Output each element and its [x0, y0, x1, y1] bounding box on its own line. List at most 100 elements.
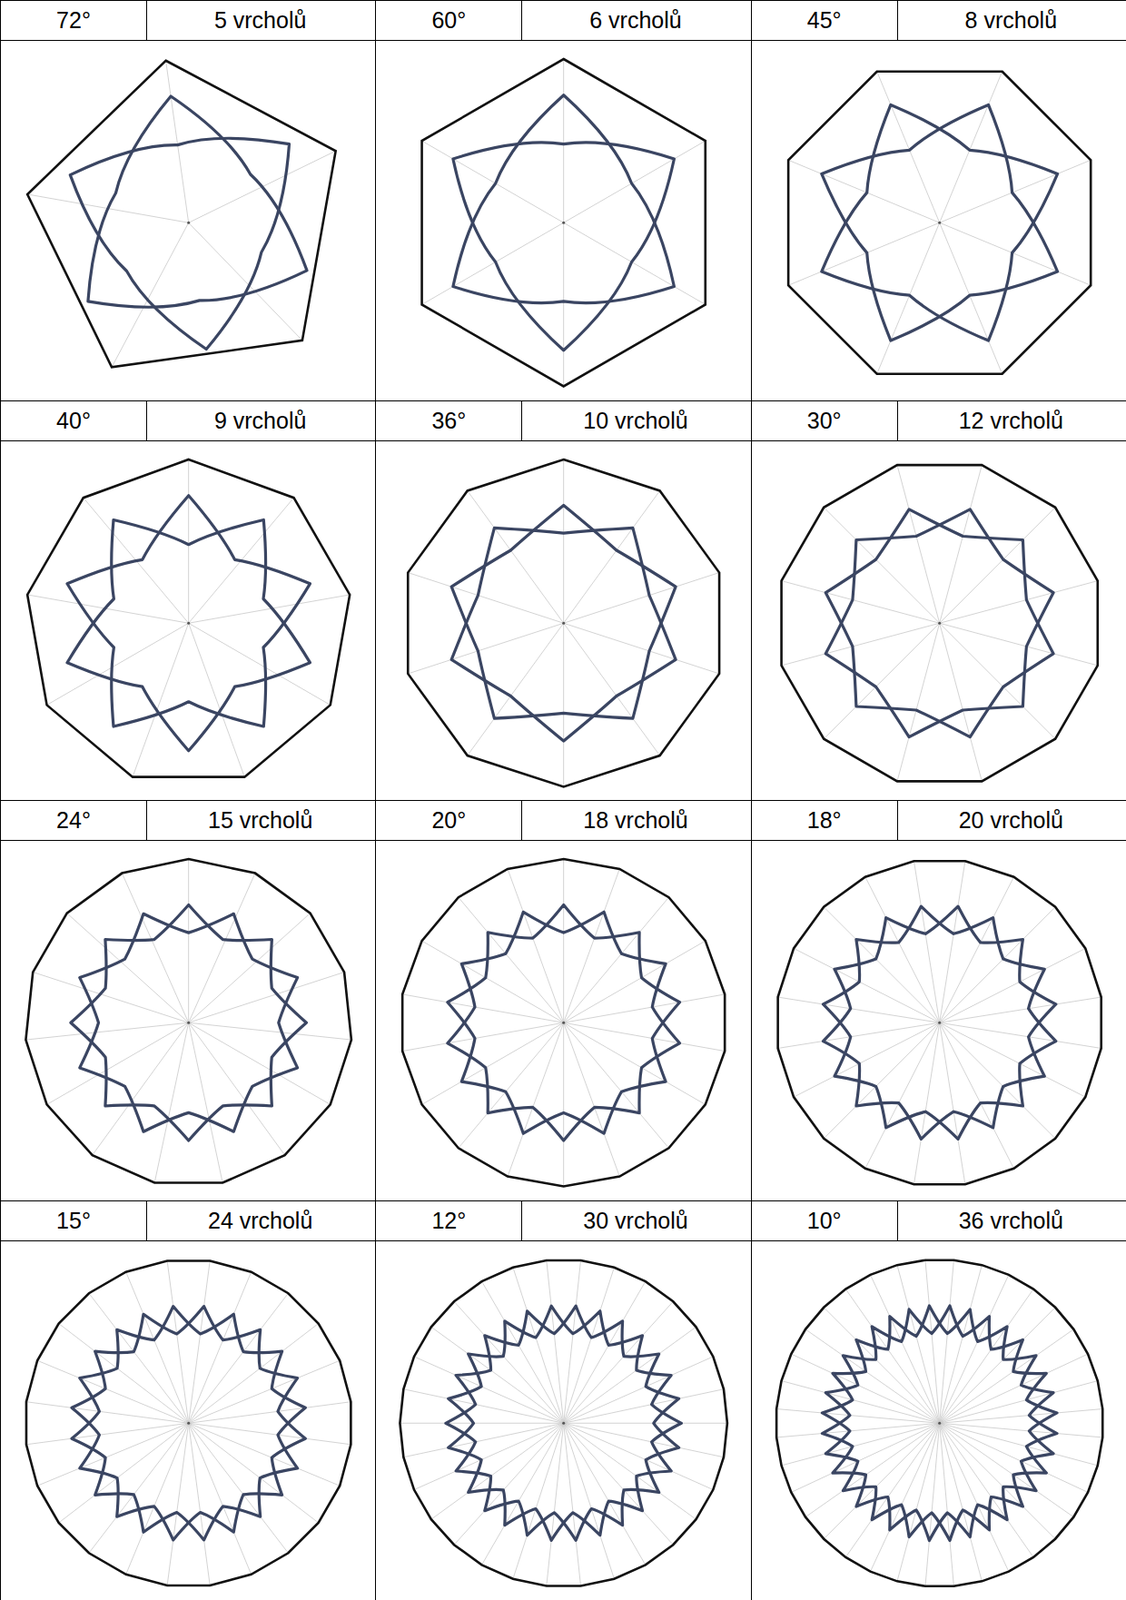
spoke-line: [938, 1288, 1033, 1423]
header-divider: [521, 0, 523, 40]
rosette-curve: [821, 1305, 1057, 1541]
spoke-line: [845, 1288, 939, 1423]
spoke-line: [47, 1022, 189, 1105]
rosette-drawing: [751, 0, 1126, 402]
header-divider: [897, 401, 899, 441]
spoke-line: [913, 860, 939, 1023]
center-dot: [187, 621, 190, 624]
spoke-line: [513, 1266, 564, 1423]
spoke-line: [400, 1422, 564, 1423]
spoke-line: [563, 59, 564, 223]
spoke-line: [132, 622, 189, 777]
spoke-line: [59, 1422, 189, 1523]
rosette-drawing: [375, 1201, 751, 1600]
spoke-line: [188, 622, 246, 777]
spoke-line: [805, 1422, 940, 1517]
rosette-curve: [67, 519, 310, 751]
rosette-curve: [825, 508, 1054, 737]
spoke-line: [482, 1422, 564, 1565]
rosette-curve: [825, 508, 1054, 737]
rosette-curve: [447, 911, 681, 1141]
spoke-line: [864, 877, 939, 1024]
angle-label: 20°: [375, 800, 522, 840]
spoke-line: [876, 71, 939, 224]
rosette-curve: [69, 138, 289, 349]
spoke-line: [188, 873, 256, 1024]
polygon-outline: [777, 860, 1101, 1185]
spoke-line: [563, 622, 720, 674]
spoke-line: [845, 1422, 939, 1558]
header-row: 15°24 vrcholů: [0, 1201, 376, 1242]
spoke-line: [897, 464, 940, 623]
spoke-line: [938, 877, 1014, 1024]
spoke-line: [563, 1388, 724, 1423]
table-cell: 18°20 vrcholů: [750, 800, 1126, 1202]
spoke-line: [788, 222, 940, 286]
spoke-line: [938, 860, 965, 1023]
spoke-line: [938, 997, 1101, 1023]
spoke-line: [823, 907, 939, 1023]
spoke-line: [513, 1422, 564, 1579]
rosette-drawing: [751, 800, 1126, 1202]
spoke-line: [938, 1422, 982, 1581]
construction-spokes: [780, 464, 1097, 781]
table-cell: 15°24 vrcholů: [0, 1200, 376, 1600]
rosette-curve: [820, 104, 1057, 341]
spoke-line: [188, 1422, 289, 1553]
construction-spokes: [422, 59, 706, 387]
header-divider: [521, 401, 523, 441]
rosette-curve: [70, 905, 307, 1142]
spoke-line: [780, 1422, 939, 1466]
spoke-line: [780, 580, 939, 623]
spoke-line: [563, 859, 564, 1023]
spoke-line: [32, 972, 188, 1024]
spoke-line: [938, 222, 1002, 375]
polygon-outline: [780, 464, 1097, 781]
table-cell: 10°36 vrcholů: [750, 1200, 1126, 1600]
rosette-curve: [822, 906, 1056, 1139]
spoke-line: [563, 1259, 582, 1423]
polygon-outline: [27, 60, 336, 368]
rosette-curve: [453, 142, 675, 351]
rosette-drawing: [375, 0, 751, 402]
rosette-curve: [447, 905, 681, 1135]
spoke-line: [188, 1401, 352, 1423]
center-dot: [187, 1421, 190, 1424]
spoke-line: [938, 71, 1002, 224]
center-dot: [938, 1021, 941, 1025]
rosette-curve: [822, 906, 1056, 1139]
spoke-line: [563, 1022, 621, 1176]
header-row: 40°9 vrcholů: [0, 401, 376, 442]
angle-label: 60°: [375, 0, 522, 40]
polygon-outline: [422, 59, 706, 387]
spoke-line: [777, 997, 939, 1023]
spoke-line: [88, 1293, 189, 1423]
spoke-line: [938, 1328, 1074, 1423]
spoke-line: [823, 1022, 939, 1138]
spoke-line: [188, 1022, 223, 1183]
spoke-line: [167, 1422, 189, 1586]
spoke-line: [187, 859, 189, 1023]
vertex-count-label: 18 vrcholů: [523, 800, 748, 840]
header-divider: [146, 1201, 148, 1241]
vertex-count-label: 8 vrcholů: [898, 0, 1124, 40]
spoke-line: [422, 222, 564, 305]
header-row: 10°36 vrcholů: [751, 1201, 1126, 1242]
spoke-line: [938, 622, 982, 781]
spoke-line: [777, 1022, 939, 1048]
table-cell: 36°10 vrcholů: [375, 400, 751, 802]
rosette-drawing: [0, 800, 376, 1202]
vertex-count-label: 5 vrcholů: [148, 0, 373, 40]
spoke-line: [121, 873, 188, 1024]
spoke-line: [938, 1422, 954, 1587]
center-dot: [562, 621, 565, 624]
spoke-line: [563, 140, 706, 223]
spoke-line: [938, 622, 1055, 739]
spoke-line: [188, 972, 345, 1024]
spoke-line: [938, 1022, 965, 1185]
spoke-line: [776, 1422, 940, 1438]
table-cell: 24°15 vrcholů: [0, 800, 376, 1202]
spoke-line: [563, 1281, 646, 1423]
rosette-curve: [79, 913, 298, 1132]
spoke-line: [563, 1022, 564, 1186]
